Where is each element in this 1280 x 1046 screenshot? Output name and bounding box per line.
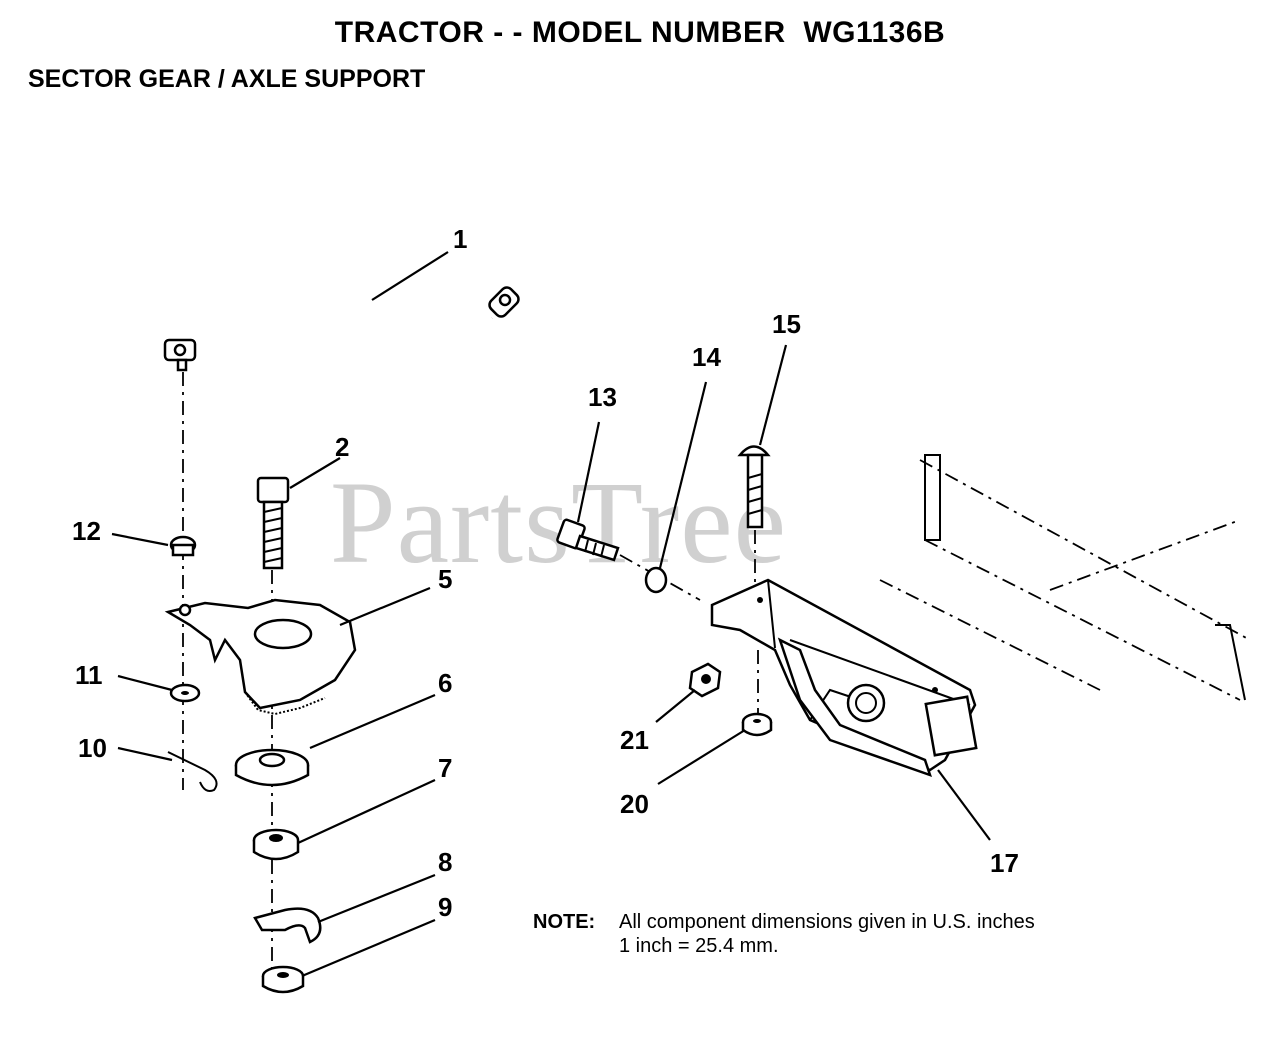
callout-12: 12 [72, 516, 101, 546]
clip-part-8[interactable] [253, 907, 322, 944]
drag-link-part-1[interactable] [163, 279, 521, 394]
carriage-bolt-part-15[interactable] [737, 445, 771, 716]
callout-5: 5 [438, 564, 452, 594]
nut-part-12[interactable] [169, 535, 197, 557]
callout-10: 10 [78, 733, 107, 763]
callout-7: 7 [438, 753, 452, 783]
bolt-part-2[interactable] [256, 476, 290, 570]
watermark: PartsTree [330, 457, 787, 588]
callout-9: 9 [438, 892, 452, 922]
callout-11: 11 [75, 660, 103, 690]
bolt-part-13[interactable] [556, 518, 701, 601]
callout-numbers: 1 2 5 6 7 8 9 10 11 12 13 14 15 17 20 21 [72, 224, 1019, 922]
page-title: TRACTOR - - MODEL NUMBER WG1136B [334, 16, 946, 49]
nut-part-9[interactable] [261, 965, 305, 994]
callout-13: 13 [588, 382, 617, 412]
callout-21: 21 [620, 725, 649, 755]
washer-hole-11 [181, 691, 189, 695]
leader-lines [111, 251, 991, 978]
axle-support-part-17[interactable] [710, 578, 978, 778]
nut-part-20[interactable] [741, 712, 773, 737]
callout-15: 15 [772, 309, 801, 339]
sector-gear-part-5[interactable] [164, 598, 357, 716]
callout-2: 2 [335, 432, 349, 462]
section-subtitle: SECTOR GEAR / AXLE SUPPORT [28, 65, 426, 93]
callout-20: 20 [620, 789, 649, 819]
nut-part-21[interactable] [688, 662, 722, 698]
washer-part-14[interactable] [644, 566, 668, 594]
callout-6: 6 [438, 668, 452, 698]
note-line-2: 1 inch = 25.4 mm. [619, 935, 779, 957]
callout-8: 8 [438, 847, 452, 877]
callout-14: 14 [692, 342, 721, 372]
nut-part-7[interactable] [252, 828, 300, 861]
callout-17: 17 [990, 848, 1019, 878]
note-line-1: All component dimensions given in U.S. i… [619, 911, 1035, 933]
axle-ghost-lines [879, 454, 1251, 701]
callout-1: 1 [453, 224, 467, 254]
note-label: NOTE: [533, 911, 596, 933]
cotter-pin-part-10[interactable] [167, 751, 218, 792]
spacer-part-6[interactable] [234, 748, 310, 787]
